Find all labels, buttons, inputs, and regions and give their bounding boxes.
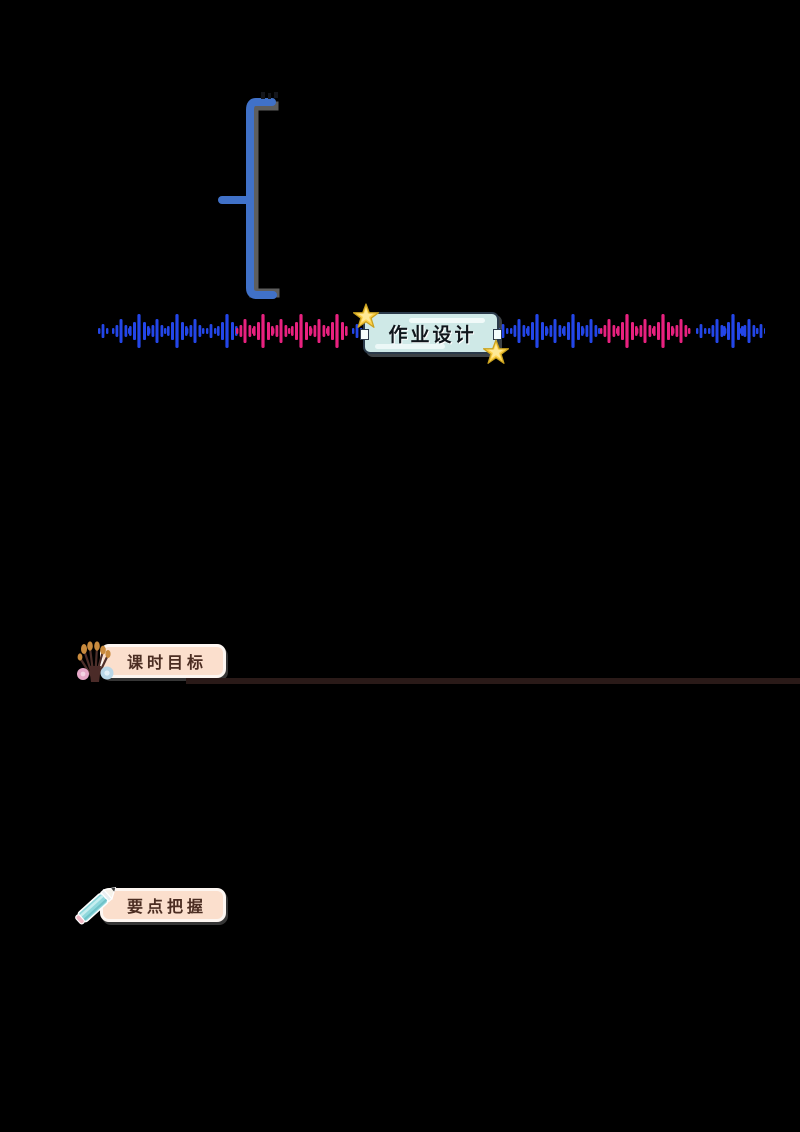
title-card: 作业设计 [353,303,509,364]
bracket-stroke [218,98,277,299]
label-pill: 课时目标 [100,644,227,678]
title-card-label: 作业设计 [388,323,477,346]
section-rule-line [186,678,800,684]
bracket-top-marks [261,92,278,99]
section-label-text: 课时目标 [127,653,208,672]
bracket-svg [218,92,280,299]
card-tab-left [360,329,369,340]
blue-curly-bracket [212,88,302,318]
dried-flower-bouquet-icon [77,641,114,682]
cyan-pencil-icon [75,886,117,925]
pink-blossom [77,668,89,680]
card-tab-right [493,329,502,340]
star-icon [353,303,379,328]
bracket-shadow [249,101,280,298]
label-pill: 要点把握 [100,888,227,922]
blue-blossom [100,666,114,680]
star-icon [483,339,509,364]
section-label-text: 要点把握 [127,897,208,916]
